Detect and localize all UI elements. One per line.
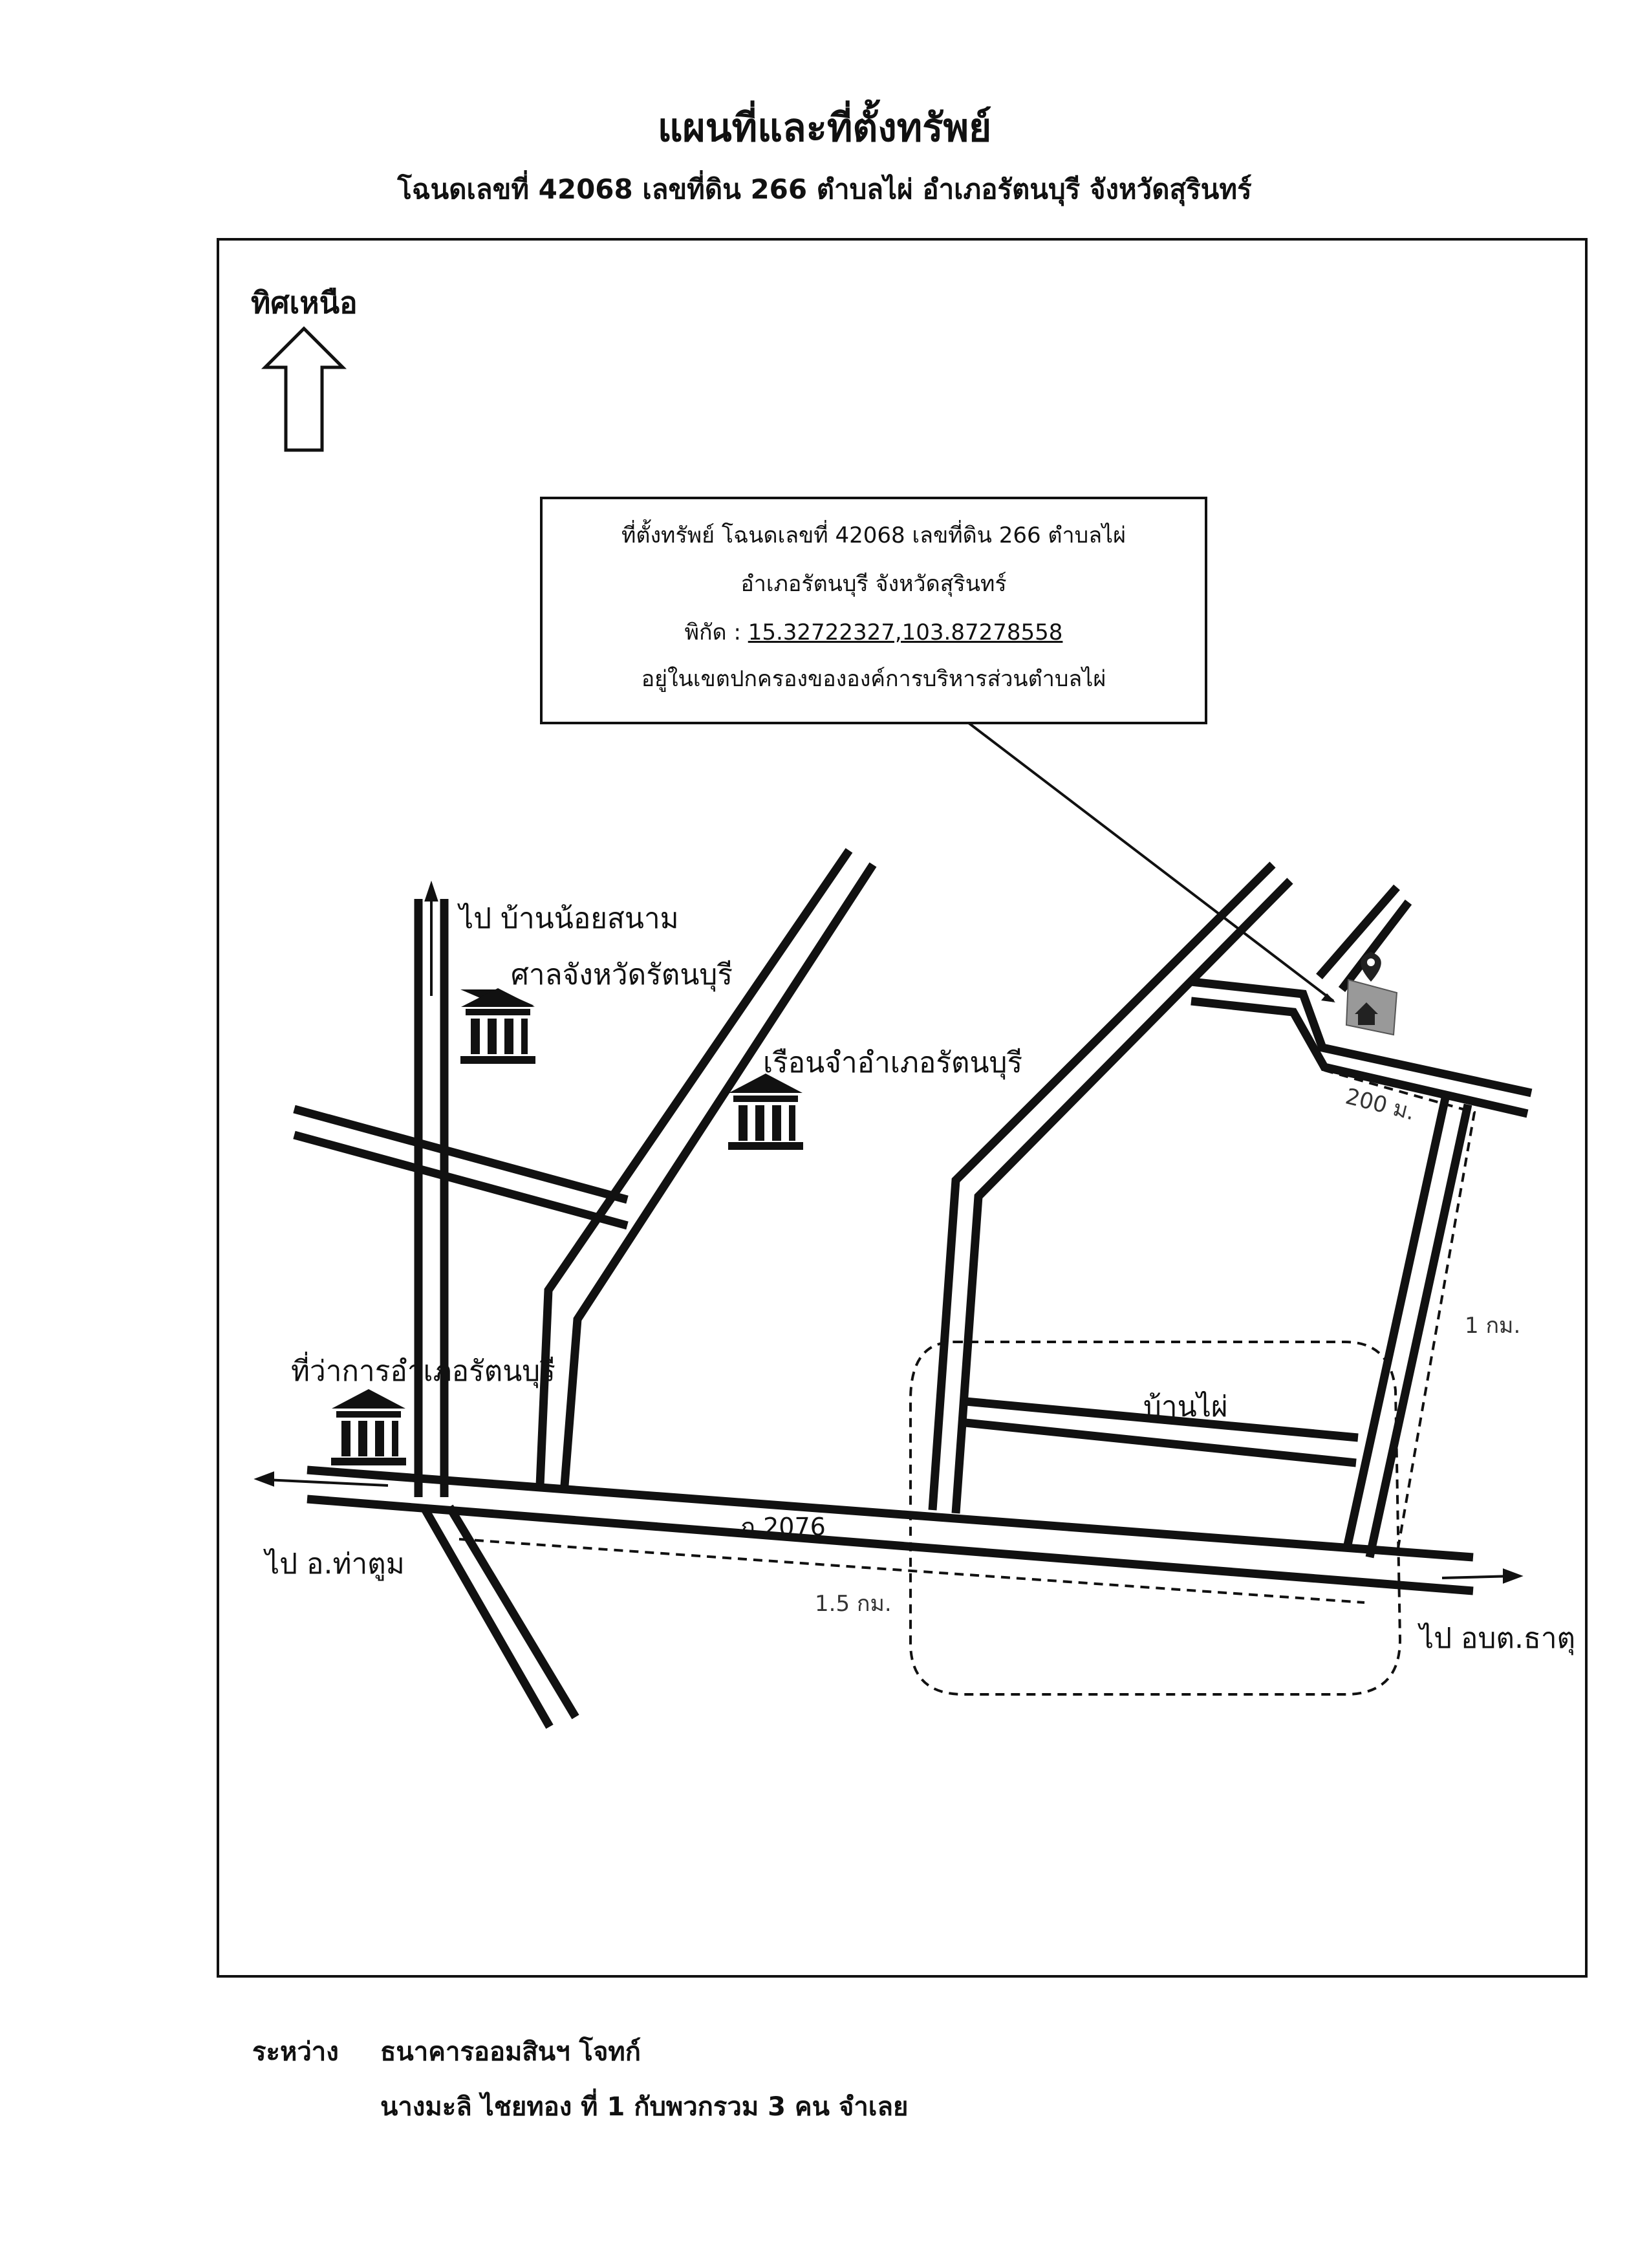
footer-between-label: ระหว่าง <box>252 2037 339 2067</box>
map-subtitle: โฉนดเลขที่ 42068 เลขที่ดิน 266 ตำบลไผ่ อ… <box>397 173 1252 205</box>
arrow-to-obt-that <box>1441 1575 1514 1579</box>
coord-value: 15.32722327,103.87278558 <box>748 620 1063 645</box>
label-road-2076: ถ.2076 <box>740 1513 826 1541</box>
property-parcel <box>1345 978 1398 1036</box>
road-ban-phai-top <box>965 1397 1359 1442</box>
road-ban-phai-bottom <box>965 1418 1357 1467</box>
house-icon <box>1355 1002 1378 1025</box>
distance-1km-label: 1 กม. <box>1465 1313 1521 1339</box>
road-nw-top <box>293 1105 629 1204</box>
road-nw-bottom <box>293 1130 629 1230</box>
info-line-jurisdiction: อยู่ในเขตปกครองขององค์การบริหารส่วนตำบลไ… <box>641 666 1106 692</box>
footer-plaintiff: ธนาคารออมสินฯ โจทก์ <box>380 2037 641 2067</box>
map-title: แผนที่และที่ตั้งทรัพย์ <box>657 105 992 151</box>
label-ban-phai: บ้านไผ่ <box>1143 1390 1228 1423</box>
government-building-icon <box>728 1074 803 1150</box>
road-top-short-b <box>1338 900 1412 992</box>
label-court: ศาลจังหวัดรัตนบุรี <box>511 958 733 991</box>
road-sw-left <box>420 1504 554 1729</box>
road-2076-top <box>307 1465 1474 1562</box>
government-building-icon <box>331 1389 406 1465</box>
distance-15km-line <box>458 1538 1365 1604</box>
road-2076-bottom <box>307 1495 1474 1595</box>
road-property-left <box>928 861 1276 1511</box>
info-line-deed: ที่ตั้งทรัพย์ โฉนดเลขที่ 42068 เลขที่ดิน… <box>621 523 1126 548</box>
road-prison-left <box>535 848 853 1486</box>
pointer-line <box>967 722 1335 1002</box>
ban-phai-village-boundary <box>909 1341 1402 1696</box>
road-property-right <box>951 878 1293 1514</box>
label-prison: เรือนจำอำเภอรัตนบุรี <box>763 1046 1023 1079</box>
property-info-box: ที่ตั้งทรัพย์ โฉนดเลขที่ 42068 เลขที่ดิน… <box>540 497 1207 724</box>
info-line-coords: พิกัด : 15.32722327,103.87278558 <box>543 614 1205 649</box>
road-prison-right <box>560 862 877 1486</box>
road-connector-top <box>1191 977 1533 1097</box>
label-district-office: ที่ว่าการอำเภอรัตนบุรี <box>291 1355 555 1388</box>
road-sw-right <box>446 1504 579 1720</box>
north-label: ทิศเหนือ <box>251 285 358 320</box>
north-arrow-icon <box>261 326 347 452</box>
location-pin-icon <box>1361 952 1381 982</box>
government-building-icon <box>460 988 535 1064</box>
distance-15km-label: 1.5 กม. <box>815 1591 892 1617</box>
coord-label: พิกัด : <box>684 620 741 645</box>
label-to-tha-tum: ไป อ.ท่าตูม <box>265 1548 405 1581</box>
map-frame <box>217 238 1588 1978</box>
info-line-district: อำเภอรัตนบุรี จังหวัดสุรินทร์ <box>740 571 1007 597</box>
road-connector-bottom <box>1191 997 1529 1118</box>
distance-200m-line <box>1324 1069 1476 1556</box>
footer-defendant: นางมะลิ ไชยทอง ที่ 1 กับพวกรวม 3 คน จำเล… <box>380 2092 909 2122</box>
road-top-short-a <box>1316 884 1400 980</box>
road-east-left <box>1342 1097 1450 1552</box>
arrow-to-tha-tum <box>264 1478 389 1487</box>
road-east-right <box>1365 1103 1472 1559</box>
property-marker <box>1345 952 1398 1036</box>
label-to-obt-that: ไป อบต.ธาตุ <box>1419 1622 1576 1655</box>
pointer-arrowhead <box>1321 993 1335 1002</box>
label-to-ban-noi-sanam: ไป บ้านน้อยสนาม <box>459 902 679 935</box>
